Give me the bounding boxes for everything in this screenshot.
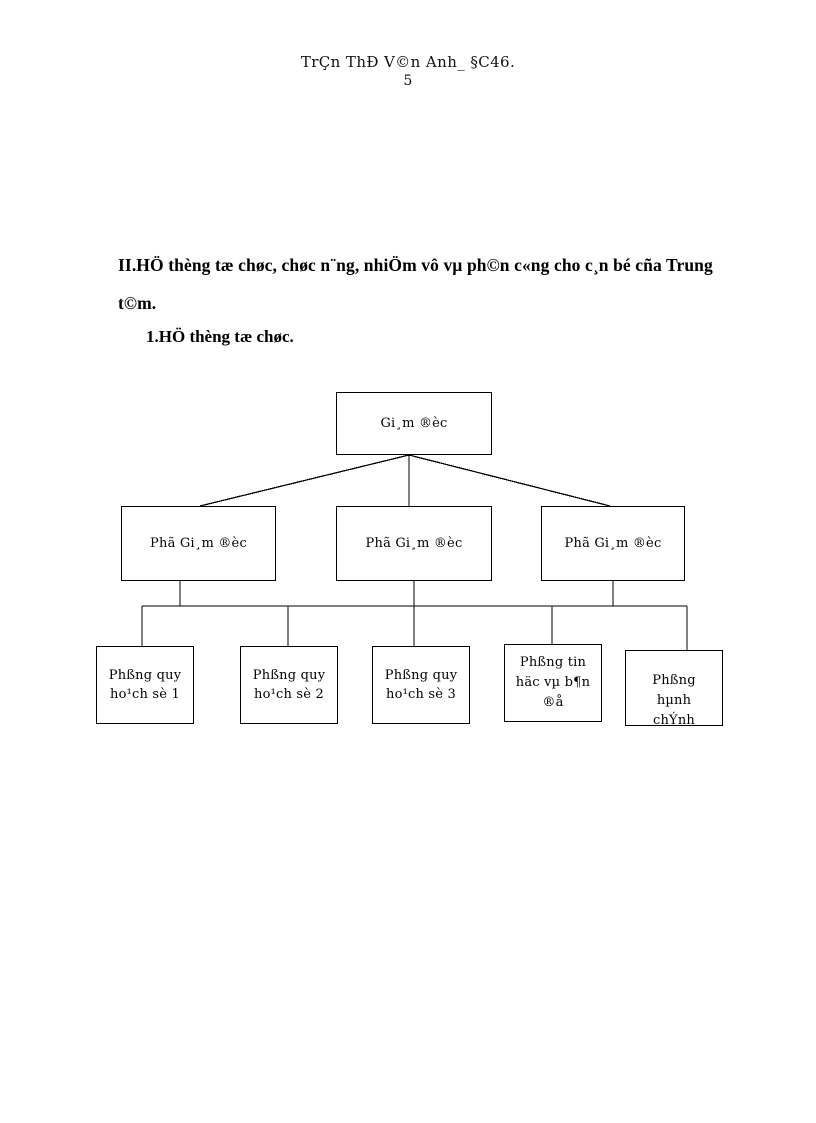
org-node-unit-4-label: Phßng tin häc vµ b¶n ®å [515,655,591,710]
org-node-unit-1: Phßng quy ho¹ch sè 1 [96,646,194,724]
org-node-deputy-1: Phã Gi¸m ®èc [121,506,276,581]
heading-block: II.HÖ thèng tæ chøc, chøc n¨ng, nhiÖm vô… [118,246,718,352]
org-node-deputy-1-label: Phã Gi¸m ®èc [150,536,247,551]
org-node-unit-3-label: Phßng quy ho¹ch sè 3 [384,668,458,702]
org-node-deputy-2: Phã Gi¸m ®èc [336,506,492,581]
org-node-unit-1-label: Phßng quy ho¹ch sè 1 [108,668,182,702]
org-node-unit-4: Phßng tin häc vµ b¶n ®å [504,644,602,722]
org-node-unit-2: Phßng quy ho¹ch sè 2 [240,646,338,724]
org-node-deputy-3-label: Phã Gi¸m ®èc [564,536,662,551]
org-node-deputy-2-label: Phã Gi¸m ®èc [365,536,463,551]
org-node-unit-5: Phßng hµnh chÝnh [625,650,723,726]
header-page-number: 5 [403,73,413,89]
subsection-heading-1: 1.HÖ thèng tæ chøc. [146,327,294,346]
org-node-unit-3: Phßng quy ho¹ch sè 3 [372,646,470,724]
section-heading-2: II.HÖ thèng tæ chøc, chøc n¨ng, nhiÖm vô… [118,255,713,313]
connector-director-deputy-1 [199,454,410,507]
org-node-director: Gi¸m ®èc [336,392,492,455]
connector-director-deputy-3 [408,454,611,507]
header-author-line: TrÇn ThÐ V©n Anh_ §C46. [300,53,516,71]
org-node-director-label: Gi¸m ®èc [380,416,448,431]
org-node-deputy-3: Phã Gi¸m ®èc [541,506,685,581]
document-running-header: TrÇn ThÐ V©n Anh_ §C46. 5 [0,52,816,90]
org-node-unit-2-label: Phßng quy ho¹ch sè 2 [252,668,326,702]
org-node-unit-5-label: Phßng hµnh chÝnh [652,673,696,726]
